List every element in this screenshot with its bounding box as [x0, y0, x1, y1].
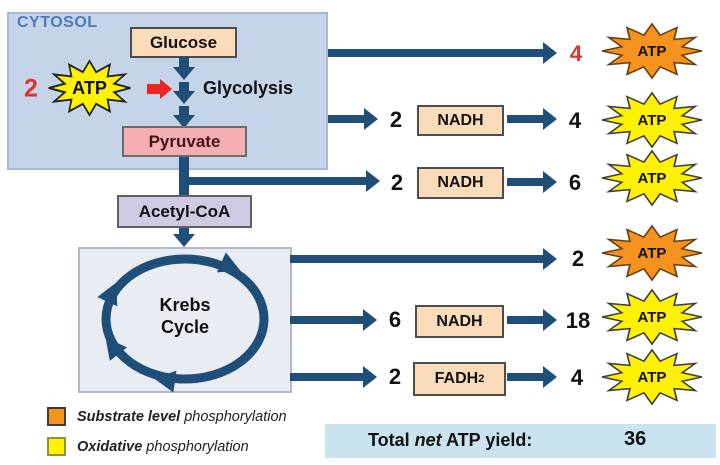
carrier-label-subscript: 2 [478, 373, 485, 385]
legend-label-substrate: Substrate level phosphorylation [77, 409, 287, 425]
acetyl-to-krebs-arrow [179, 228, 189, 235]
flow-arrow [290, 316, 364, 324]
flow-arrow [290, 255, 544, 263]
carrier-count: 6 [388, 307, 402, 332]
carrier-count: 2 [390, 170, 404, 195]
legend-rest: phosphorylation [180, 409, 287, 425]
carrier-box: NADH [415, 305, 504, 338]
flow-arrow [188, 177, 367, 185]
atp-burst: ATP [600, 91, 704, 149]
krebs-panel [78, 247, 292, 393]
flow-arrow [290, 373, 364, 381]
flow-arrow [507, 316, 544, 324]
krebs-label: Krebs Cycle [120, 294, 250, 338]
cytosol-label: CYTOSOL [17, 14, 98, 31]
flow-arrow [328, 115, 365, 123]
atp-invested-count: 2 [24, 74, 38, 103]
total-value: 36 [624, 428, 647, 450]
legend-term: Oxidative [77, 439, 143, 455]
carrier-box: NADH [417, 105, 504, 136]
glycolysis-arrow-segment [179, 82, 189, 92]
yield-count: 4 [569, 41, 583, 66]
yield-count: 4 [570, 365, 584, 390]
flow-arrow [507, 373, 544, 381]
atp-invested-burst: ATP [47, 59, 132, 117]
carrier-count: 2 [389, 107, 403, 132]
total-label: Total net ATP yield: [368, 430, 532, 451]
red-arrow-icon [147, 84, 160, 94]
atp-burst-label: ATP [637, 244, 667, 262]
flow-arrow [507, 178, 544, 186]
atp-burst-label: ATP [637, 169, 667, 187]
carrier-label: FADH [434, 370, 479, 387]
atp-burst: ATP [600, 224, 704, 282]
legend-term: Substrate level [77, 409, 181, 425]
legend-swatch-oxidative [47, 437, 66, 456]
pyruvate-to-acetyl-arrow [179, 157, 189, 196]
legend-rest: phosphorylation [142, 439, 249, 455]
yield-count: 4 [568, 108, 582, 133]
atp-burst: ATP [600, 149, 704, 207]
atp-burst-label: ATP [637, 42, 667, 60]
krebs-label-line2: Cycle [160, 317, 210, 337]
atp-burst-label: ATP [637, 111, 667, 129]
krebs-label-line1: Krebs [159, 295, 211, 315]
yield-count: 18 [565, 308, 591, 333]
atp-burst-label: ATP [72, 77, 107, 98]
glycolysis-arrow-segment [179, 106, 189, 116]
glucose-box: Glucose [130, 27, 237, 58]
glycolysis-label: Glycolysis [203, 78, 294, 98]
carrier-box: NADH [417, 167, 504, 199]
total-label-post: ATP yield: [441, 430, 533, 450]
krebs-cycle-icon [97, 252, 269, 393]
flow-arrow [328, 49, 544, 57]
total-box [325, 424, 716, 458]
atp-burst-label: ATP [637, 308, 667, 326]
yield-count: 2 [571, 246, 585, 271]
legend-label-oxidative: Oxidative phosphorylation [77, 439, 249, 455]
total-label-emphasis: net [414, 430, 442, 450]
atp-burst: ATP [600, 288, 704, 346]
acetyl-coa-box: Acetyl-CoA [117, 195, 252, 228]
legend-swatch-substrate [47, 407, 66, 426]
total-label-pre: Total [368, 430, 415, 450]
glycolysis-arrow-segment [179, 57, 189, 68]
carrier-count: 2 [388, 364, 402, 389]
atp-burst-label: ATP [637, 368, 667, 386]
pyruvate-box: Pyruvate [122, 126, 247, 157]
atp-burst: ATP [600, 22, 704, 80]
flow-arrow [507, 115, 544, 123]
yield-count: 6 [568, 170, 582, 195]
atp-burst: ATP [600, 348, 704, 406]
